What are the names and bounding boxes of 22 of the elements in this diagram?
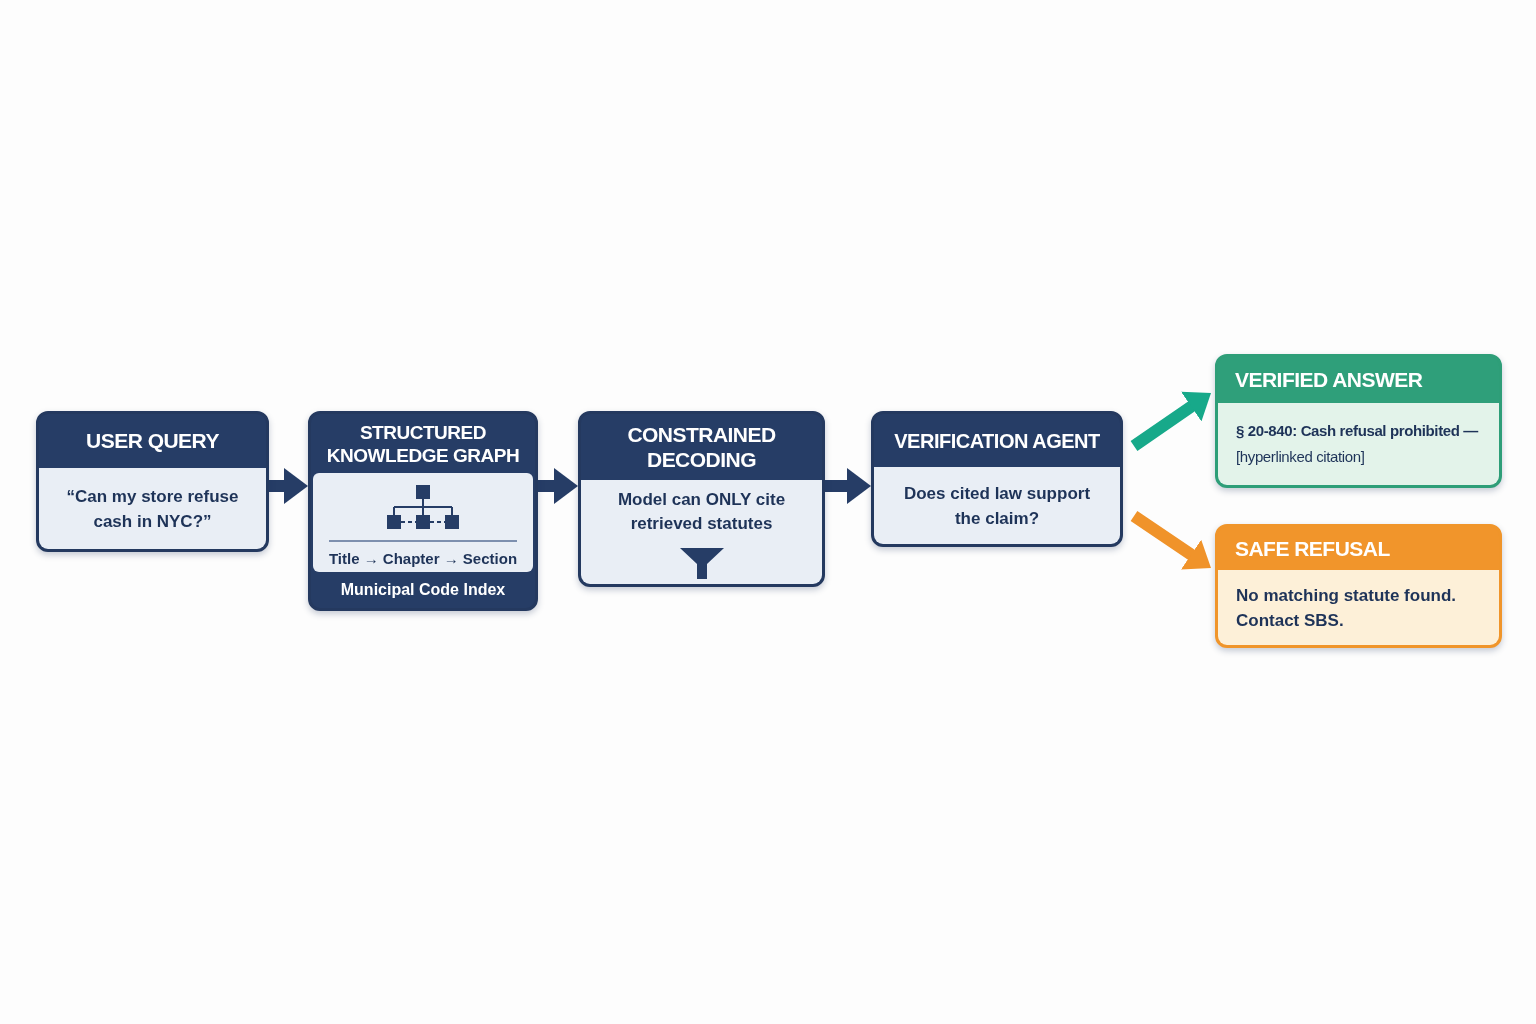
box-text: “Can my store refuse cash in NYC?”: [65, 485, 240, 533]
box-text: Title → Chapter → Section: [328, 548, 518, 569]
arrow: [269, 468, 308, 504]
process-box: [578, 411, 825, 587]
process-box: [1215, 524, 1502, 648]
box-heading: SAFE REFUSAL: [1235, 536, 1390, 561]
box-heading: USER QUERY: [86, 429, 219, 453]
process-box: [1215, 354, 1502, 488]
box-text: § 20-840: Cash refusal prohibited — [hyperlinked citation]: [1236, 421, 1480, 467]
process-box: [308, 411, 538, 611]
box-heading: CONSTRAINED DECODING: [626, 422, 777, 472]
box-heading: VERIFIED ANSWER: [1235, 368, 1423, 392]
arrow: [825, 468, 871, 504]
box-heading: VERIFICATION AGENT: [894, 428, 1100, 453]
box-text: Does cited law support the claim?: [902, 482, 1092, 530]
box-heading: STRUCTURED KNOWLEDGE GRAPH: [325, 420, 521, 467]
box-footer: Municipal Code Index: [340, 578, 506, 602]
process-box: [36, 411, 269, 552]
process-box: [871, 411, 1123, 547]
box-text: No matching statute found. Contact SBS.: [1236, 584, 1458, 632]
box-text: Model can ONLY cite retrieved statutes: [616, 489, 787, 535]
arrow: [538, 468, 578, 504]
